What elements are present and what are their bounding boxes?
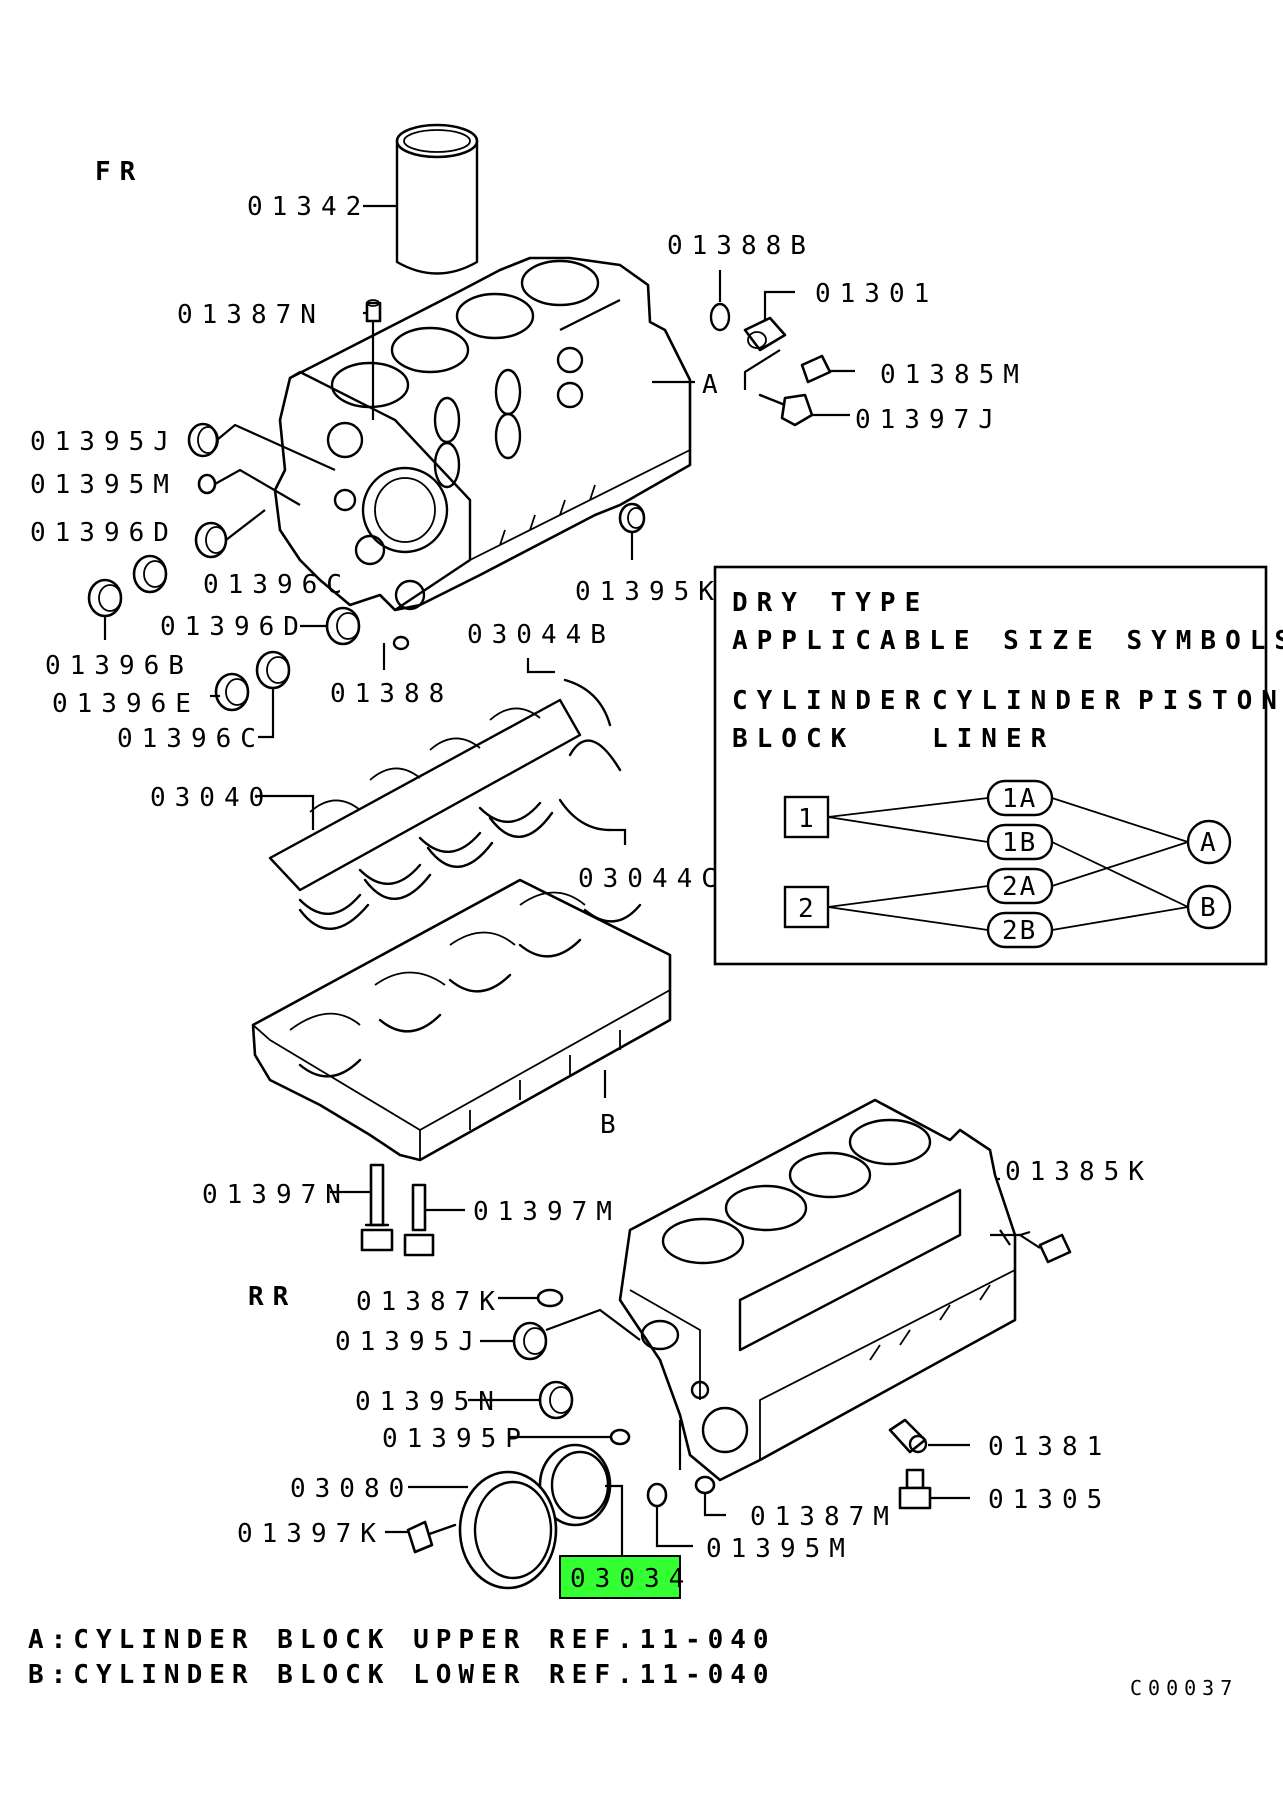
label-01395J-top[interactable]: 01395J — [30, 427, 178, 457]
oil-jet-01301 — [743, 316, 787, 352]
label-front: FR — [95, 157, 144, 187]
label-01396C-top[interactable]: 01396C — [203, 570, 351, 600]
label-01395K[interactable]: 01395K — [575, 577, 723, 607]
label-01395M-bot[interactable]: 01395M — [706, 1534, 854, 1564]
size-symbols-legend — [713, 565, 1268, 966]
label-01388[interactable]: 01388 — [330, 679, 453, 709]
label-01395N[interactable]: 01395N — [355, 1387, 503, 1417]
label-03044B[interactable]: 03044B — [467, 620, 615, 650]
label-01396C-bot[interactable]: 01396C — [117, 724, 265, 754]
dowel-01387K — [536, 1288, 564, 1308]
legend-title-line2: APPLICABLE SIZE SYMBOLS — [732, 626, 1283, 656]
o-ring-01388B — [709, 302, 731, 332]
legend-col-block-1: CYLINDER — [732, 686, 929, 716]
label-01397N[interactable]: 01397N — [202, 1180, 350, 1210]
label-01396D-top[interactable]: 01396D — [30, 518, 178, 548]
label-01396B[interactable]: 01396B — [45, 651, 193, 681]
plug-01305 — [898, 1468, 932, 1510]
label-01301[interactable]: 01301 — [815, 279, 938, 309]
note-a: A:CYLINDER BLOCK UPPER REF.11-040 — [28, 1625, 776, 1655]
legend-col-liner-1: CYLINDER — [932, 686, 1129, 716]
label-01395M-top[interactable]: 01395M — [30, 470, 178, 500]
label-03040[interactable]: 03040 — [150, 783, 273, 813]
label-01396D-mid[interactable]: 01396D — [160, 612, 308, 642]
cylinder-block-upper-drawing — [273, 256, 692, 612]
label-01385K[interactable]: 01385K — [1005, 1157, 1153, 1187]
bolt-01397J — [758, 393, 814, 427]
drawing-code: C00037 — [1130, 1676, 1238, 1700]
legend-piston-A: A — [1200, 828, 1216, 858]
bushing-01396B — [87, 578, 123, 618]
label-03034[interactable]: 03034 — [570, 1564, 693, 1594]
legend-block-1: 1 — [798, 804, 814, 834]
bushing-01396D-top — [194, 521, 228, 559]
bolt-01397M — [403, 1183, 435, 1257]
cylinder-block-rear-view-drawing — [618, 1098, 1017, 1482]
label-01397M[interactable]: 01397M — [473, 1197, 621, 1227]
legend-liner-1A: 1A — [1002, 784, 1037, 814]
block-size-1-box — [783, 795, 830, 839]
label-01387M[interactable]: 01387M — [750, 1502, 898, 1532]
label-01396E[interactable]: 01396E — [52, 689, 200, 719]
note-b: B:CYLINDER BLOCK LOWER REF.11-040 — [28, 1660, 776, 1690]
legend-title-line1: DRY TYPE — [732, 588, 929, 618]
plug-01385K — [1038, 1233, 1072, 1264]
cylinder-block-lower-drawing — [251, 878, 672, 1162]
seal-01395K — [618, 502, 646, 534]
o-ring-01395P — [609, 1428, 631, 1446]
main-bearings-drawing — [268, 678, 622, 930]
legend-block-2: 2 — [798, 894, 814, 924]
o-ring-01395M-bot — [646, 1482, 668, 1508]
label-01381[interactable]: 01381 — [988, 1432, 1111, 1462]
label-01385M[interactable]: 01385M — [880, 360, 1028, 390]
highlighted-part-box[interactable] — [559, 1555, 681, 1599]
bolt-01397N — [360, 1163, 394, 1252]
label-03044C[interactable]: 03044C — [578, 864, 726, 894]
callout-b-lower: B — [600, 1110, 625, 1140]
label-rear: RR — [248, 1282, 297, 1312]
legend-liner-2B: 2B — [1002, 916, 1037, 946]
plug-01388 — [392, 635, 410, 651]
label-01387N[interactable]: 01387N — [177, 300, 325, 330]
legend-liner-2A: 2A — [1002, 872, 1037, 902]
seal-01395J-bot — [512, 1321, 548, 1361]
legend-liner-1B: 1B — [1002, 828, 1037, 858]
label-01395J-bot[interactable]: 01395J — [335, 1327, 483, 1357]
bolt-01397K — [406, 1520, 457, 1554]
o-ring-01395M-top — [197, 473, 217, 495]
label-01395P[interactable]: 01395P — [382, 1424, 530, 1454]
cylinder-liner-drawing — [395, 123, 479, 275]
callout-a-upper: A — [702, 370, 727, 400]
label-01397J[interactable]: 01397J — [855, 405, 1003, 435]
label-01305[interactable]: 01305 — [988, 1485, 1111, 1515]
dowel-pin-01387N — [365, 299, 382, 323]
legend-col-piston: PISTON — [1138, 686, 1283, 716]
seal-01395N — [538, 1380, 574, 1420]
legend-piston-B: B — [1200, 893, 1216, 923]
bushing-01396E — [214, 672, 250, 712]
bushing-01396C-bot — [255, 650, 291, 690]
check-valve-01385M — [800, 354, 832, 384]
bushing-01396D-mid — [325, 606, 361, 646]
legend-col-block-2: BLOCK — [732, 724, 855, 754]
legend-col-liner-2: LINER — [932, 724, 1055, 754]
seal-01395J-top — [187, 422, 219, 458]
bushing-01396C-top — [132, 554, 168, 594]
dowel-01387M — [694, 1475, 716, 1495]
oil-seal-case-03080 — [458, 1470, 558, 1590]
oil-jet-01381 — [888, 1418, 928, 1454]
label-01397K[interactable]: 01397K — [237, 1519, 385, 1549]
label-03080[interactable]: 03080 — [290, 1474, 413, 1504]
label-01342[interactable]: 01342 — [247, 192, 370, 222]
label-01387K[interactable]: 01387K — [356, 1287, 504, 1317]
label-01388B[interactable]: 01388B — [667, 231, 815, 261]
